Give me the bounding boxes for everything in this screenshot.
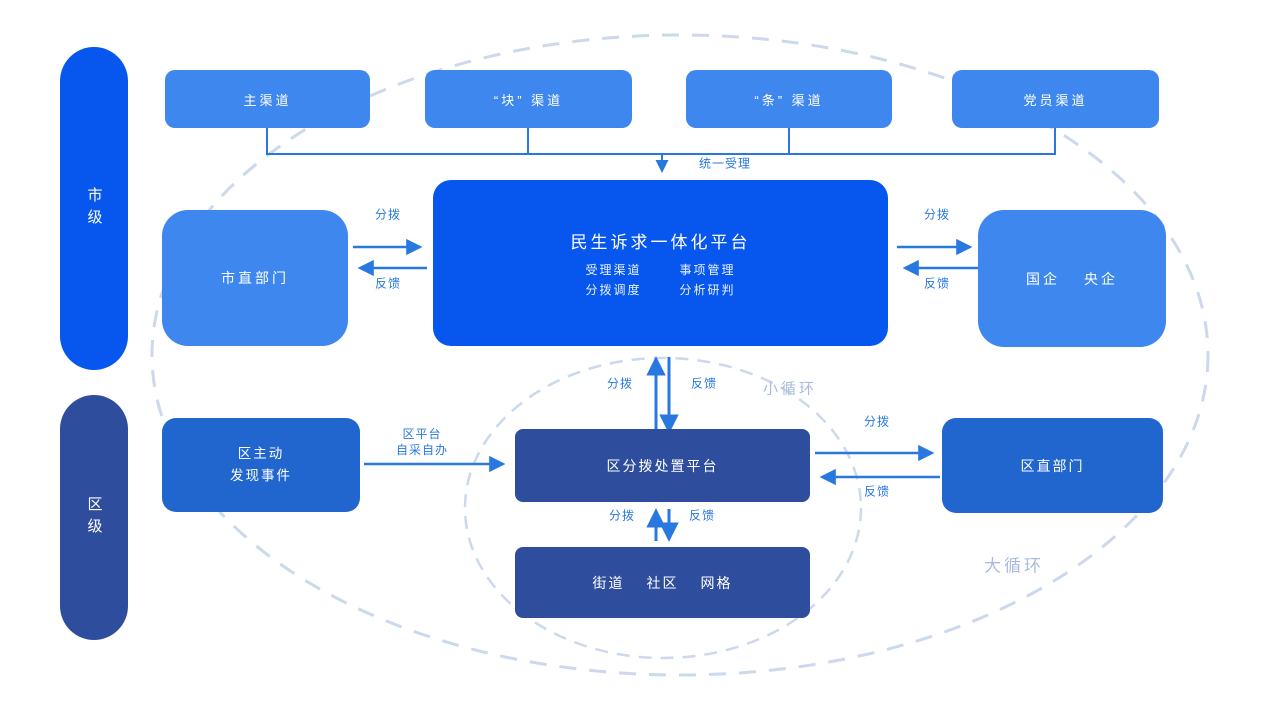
platform-feature: 受理渠道 (585, 263, 642, 277)
feedback-label: 反馈 (690, 376, 718, 391)
street-label: 街道 社区 网格 (592, 574, 733, 591)
soe-box: 国企 央企 (978, 210, 1166, 347)
district-street-arrows (646, 508, 679, 542)
channel-label: “块” 渠道 (493, 92, 564, 108)
city-dept-label: 市直部门 (221, 270, 289, 286)
channel-box-line: “条” 渠道 (686, 70, 892, 128)
big-loop-label: 大循环 (984, 556, 1044, 576)
city-dept-arrows (353, 238, 427, 277)
district-dept-arrows (815, 444, 940, 486)
feedback-label: 反馈 (688, 508, 716, 523)
platform-feature: 分拨调度 (585, 283, 642, 297)
channel-label: “条” 渠道 (754, 92, 824, 108)
feedback-label: 反馈 (863, 484, 891, 499)
district-dept-box: 区直部门 (942, 418, 1163, 513)
self-run-label: 区平台 自采自办 (395, 427, 449, 457)
platform-title: 民生诉求一体化平台 (570, 233, 751, 252)
channel-box-block: “块” 渠道 (425, 70, 632, 128)
city-dept-box: 市直部门 (162, 210, 348, 346)
street-box: 街道 社区 网格 (515, 547, 810, 618)
small-loop-label: 小循环 (762, 380, 818, 398)
dispatch-label: 分拨 (863, 414, 891, 429)
lane-pill-district: 区级 (60, 395, 128, 640)
unified-accept-label: 统一受理 (698, 156, 752, 171)
district-platform-box: 区分拨处置平台 (515, 429, 810, 502)
platform-feature: 分析研判 (679, 283, 736, 297)
big-loop-ellipse (150, 33, 1210, 677)
soe-arrows (897, 238, 978, 277)
dispatch-label: 分拨 (374, 207, 402, 222)
lane-city-label: 市级 (85, 186, 103, 231)
soe-label: 国企 央企 (1026, 270, 1118, 287)
channel-box-party: 党员渠道 (952, 70, 1159, 128)
dispatch-label: 分拨 (923, 207, 951, 222)
central-platform-box: 民生诉求一体化平台 受理渠道 事项管理 分拨调度 分析研判 (433, 180, 888, 346)
platform-features: 受理渠道 事项管理 分拨调度 分析研判 (585, 261, 735, 298)
district-discover-label: 区主动 发现事件 (230, 446, 292, 483)
feedback-label: 反馈 (374, 276, 402, 291)
channel-box-main: 主渠道 (165, 70, 370, 128)
district-platform-label: 区分拨处置平台 (606, 457, 719, 474)
platform-feature: 事项管理 (679, 263, 736, 277)
channel-label: 党员渠道 (1023, 92, 1088, 108)
lane-district-label: 区级 (85, 495, 103, 540)
dispatch-label: 分拨 (606, 376, 634, 391)
platform-district-arrows (646, 356, 679, 434)
district-discover-box: 区主动 发现事件 (162, 418, 360, 512)
feedback-label: 反馈 (923, 276, 951, 291)
dispatch-label: 分拨 (608, 508, 636, 523)
district-dept-label: 区直部门 (1020, 457, 1085, 474)
channel-label: 主渠道 (243, 92, 292, 108)
lane-pill-city: 市级 (60, 47, 128, 370)
channel-connector-tree (266, 128, 1056, 173)
